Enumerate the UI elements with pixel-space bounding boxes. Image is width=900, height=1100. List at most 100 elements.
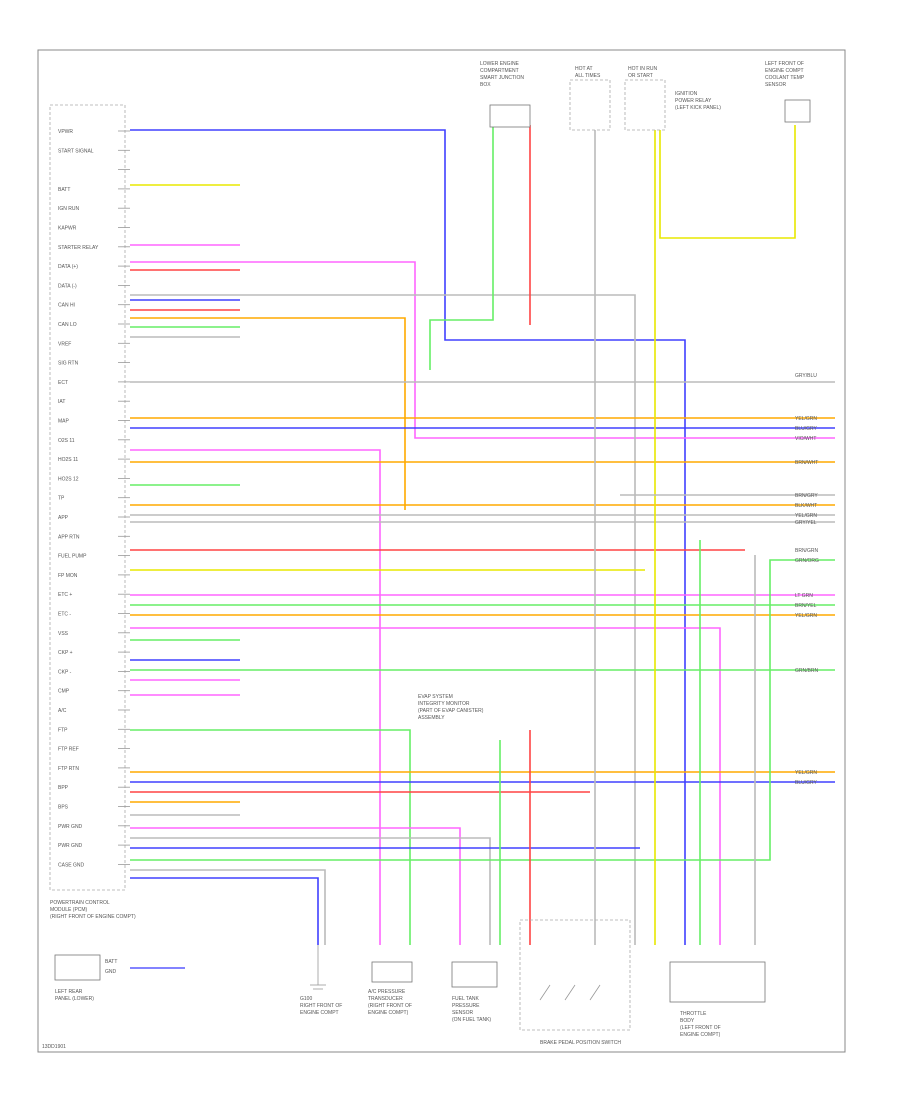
pin-label: APP [58, 515, 69, 521]
pin-label: VREF [58, 341, 71, 347]
pcm-label-line1: POWERTRAIN CONTROL [50, 900, 110, 906]
pin-label: PWR GND [58, 824, 83, 830]
wire [130, 869, 326, 945]
pin-label: CMP [58, 689, 70, 695]
pin-label: O2S 11 [58, 438, 75, 444]
small-box-label-gnd: GND [105, 969, 117, 975]
right-edge-label: YEL/GRN [795, 770, 817, 776]
evap-note: EVAP SYSTEM INTEGRITY MONITOR (PART OF E… [418, 694, 484, 721]
pin-label: BPP [58, 785, 69, 791]
hot-in-run-line2: OR START [628, 73, 653, 79]
right-edge-label: GRY/BLU [795, 373, 817, 379]
right-edge-label: BLU/GRY [795, 426, 818, 432]
small-note-line1: LEFT REAR [55, 989, 83, 995]
pin-label: FTP RTN [58, 766, 79, 772]
hot-at-all-times-source: HOT AT ALL TIMES [569, 66, 611, 131]
switch-assembly-label: BRAKE PEDAL POSITION SWITCH [540, 1040, 621, 1046]
sensor-b-line4: (ON FUEL TANK) [452, 1017, 491, 1023]
pcm-label-line2: MODULE (PCM) [50, 907, 88, 913]
pin-label: ETC + [58, 592, 72, 598]
pin-label: IGN RUN [58, 206, 80, 212]
pin-label: A/C [58, 708, 67, 714]
pin-label: ECT [58, 380, 68, 386]
crossing-note-line4: ASSEMBLY [418, 715, 445, 721]
tl-connector-line4: BOX [480, 82, 491, 88]
wire [130, 129, 686, 945]
tl-connector-line3: SMART JUNCTION [480, 75, 524, 81]
small-note-line2: PANEL (LOWER) [55, 996, 94, 1002]
fuel-tank-pressure-sensor: FUEL TANK PRESSURE SENSOR (ON FUEL TANK) [451, 961, 498, 1023]
wire [429, 125, 494, 370]
wire [130, 729, 411, 945]
wire [130, 261, 835, 439]
sensor-a-line4: ENGINE COMPT) [368, 1010, 409, 1016]
right-edge-label: BLU/GRY [795, 780, 818, 786]
wire [659, 125, 796, 239]
right-edge-label: YEL/GRN [795, 513, 817, 519]
pin-label: FTP [58, 727, 68, 733]
hot-in-run-source: HOT IN RUN OR START [624, 66, 666, 131]
hot-in-run-line1: HOT IN RUN [628, 66, 657, 72]
pin-label: APP RTN [58, 534, 80, 540]
pcm-label-line3: (RIGHT FRONT OF ENGINE COMPT) [50, 914, 136, 920]
ground-line2: RIGHT FRONT OF [300, 1003, 342, 1009]
coolant-temp-sensor: LEFT FRONT OF ENGINE COMPT COOLANT TEMP … [765, 61, 811, 123]
pin-label: CASE GND [58, 862, 85, 868]
pin-label: TP [58, 496, 65, 502]
wire [130, 294, 636, 945]
right-edge-label: GRY/YEL [795, 520, 817, 526]
right-edge-label: VIO/WHT [795, 436, 816, 442]
pin-label: HO2S 12 [58, 476, 79, 482]
wire [130, 827, 461, 945]
tr-sensor-line4: SENSOR [765, 82, 787, 88]
right-edge-labels: GRY/BLUYEL/GRNBLU/GRYVIO/WHTBRN/WHTBRN/G… [795, 373, 819, 786]
tr-sensor-line3: COOLANT TEMP [765, 75, 805, 81]
right-edge-label: GRN/ORG [795, 558, 819, 564]
pin-label: CAN HI [58, 303, 75, 309]
pin-label: CKP + [58, 650, 73, 656]
lower-engine-compartment-junction-box: LOWER ENGINE COMPARTMENT SMART JUNCTION … [480, 61, 531, 128]
tl-connector-line1: LOWER ENGINE [480, 61, 520, 67]
crossing-note-line1: EVAP SYSTEM [418, 694, 453, 700]
sensor-b-line1: FUEL TANK [452, 996, 480, 1002]
pin-label: CAN LO [58, 322, 77, 328]
pin-label: FUEL PUMP [58, 554, 87, 560]
ground-line3: ENGINE COMPT [300, 1010, 339, 1016]
tl-connector-line2: COMPARTMENT [480, 68, 519, 74]
tr-sensor-line2: ENGINE COMPT [765, 68, 804, 74]
footer-code: 13DD1901 [42, 1044, 66, 1050]
pin-label: HO2S 11 [58, 457, 78, 463]
pin-label: STARTER RELAY [58, 245, 99, 251]
right-edge-label: YEL/GRN [795, 416, 817, 422]
sensor-a-line1: A/C PRESSURE [368, 989, 406, 995]
right-edge-label: GRN/BRN [795, 668, 818, 674]
pin-label: DATA (-) [58, 283, 77, 289]
left-rear-panel-connector: BATT GND LEFT REAR PANEL (LOWER) [54, 954, 185, 1002]
ground-g100: G100 RIGHT FRONT OF ENGINE COMPT [300, 945, 342, 1016]
ground-line1: G100 [300, 996, 312, 1002]
sensor-a-line2: TRANSDUCER [368, 996, 403, 1002]
wire [130, 449, 381, 945]
relay-line1: IGNITION [675, 91, 698, 97]
pin-label: BPS [58, 805, 69, 811]
pin-label: VSS [58, 631, 69, 637]
pin-label: CKP - [58, 669, 72, 675]
wire [130, 559, 835, 861]
right-edge-label: BRN/WHT [795, 460, 818, 466]
pin-label: KAPWR [58, 226, 77, 232]
wire [130, 877, 319, 945]
pin-label: DATA (+) [58, 264, 78, 270]
wire [130, 627, 721, 945]
wire-harness [130, 125, 835, 945]
relay-line3: (LEFT KICK PANEL) [675, 105, 721, 111]
pin-label: SIG RTN [58, 361, 79, 367]
pin-label: ETC - [58, 612, 71, 618]
relay-line2: POWER RELAY [675, 98, 712, 104]
right-edge-label: BLK/WHT [795, 503, 817, 509]
pin-label: VPWR [58, 129, 73, 135]
sensor-a-line3: (RIGHT FRONT OF [368, 1003, 412, 1009]
hot-all-times-line2: ALL TIMES [575, 73, 601, 79]
module-line1: THROTTLE [680, 1011, 707, 1017]
module-line4: ENGINE COMPT) [680, 1032, 721, 1038]
